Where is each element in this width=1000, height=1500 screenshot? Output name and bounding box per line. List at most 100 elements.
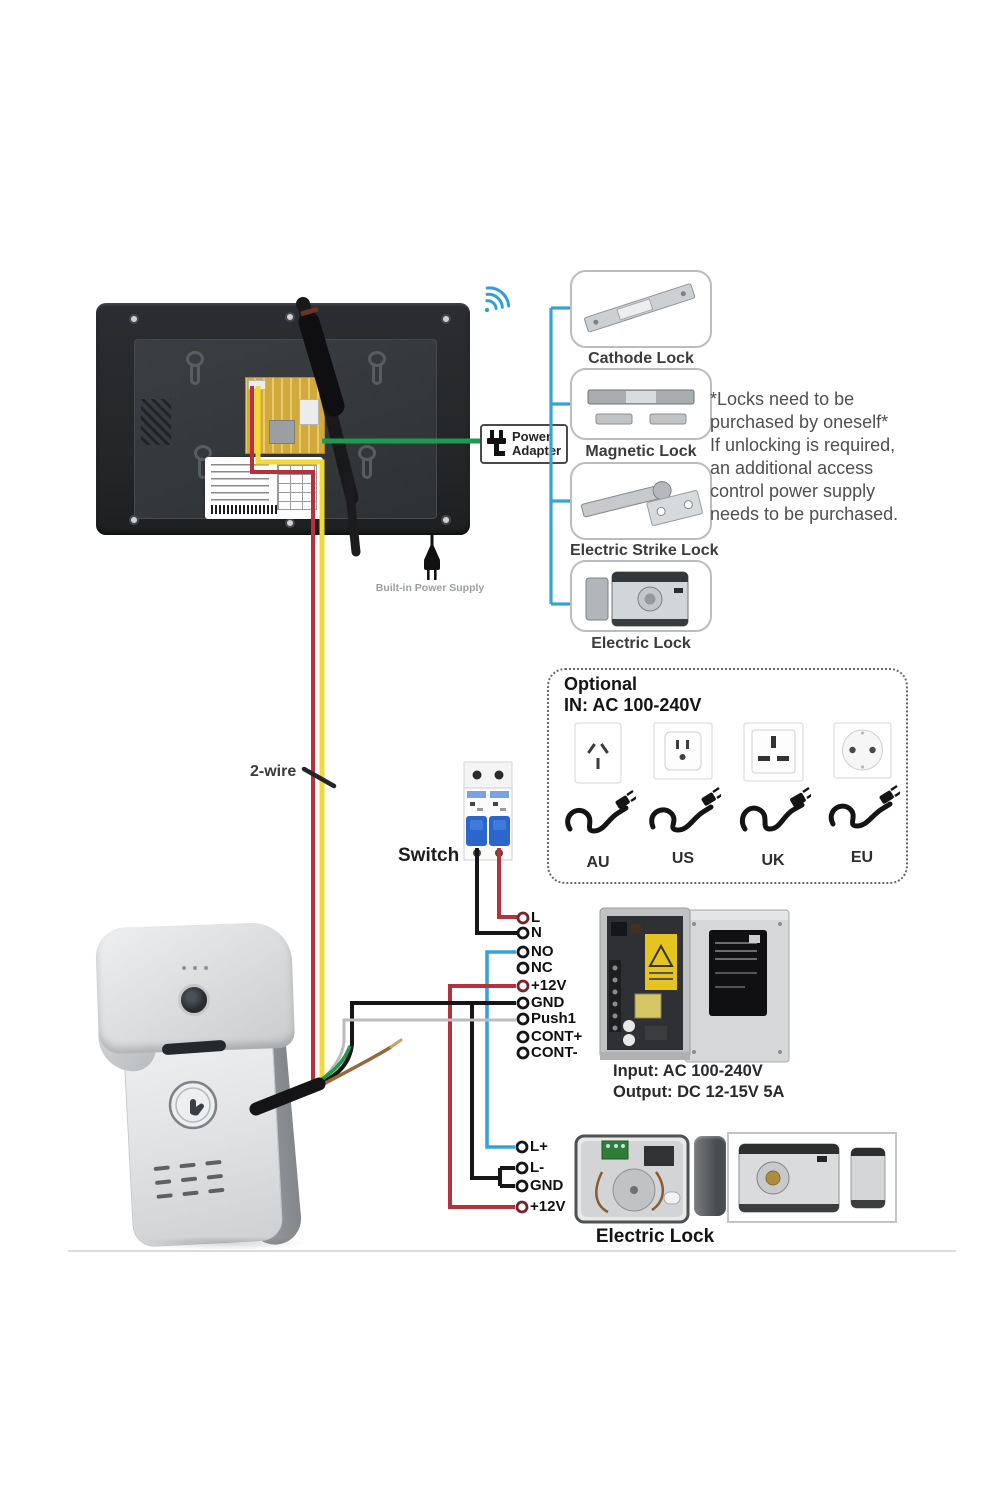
monitor-pcb (245, 377, 325, 454)
wall-mount-keyhole-slot (372, 365, 382, 385)
psu-output-spec: Output: DC 12-15V 5A (613, 1083, 785, 1101)
finger-press-icon (190, 1099, 204, 1116)
us-socket-icon (653, 722, 713, 780)
terminal-label-lminus: L- (530, 1159, 545, 1176)
wire-no-to-lplus (485, 950, 516, 1149)
wall-mount-keyhole-slot (362, 459, 372, 479)
electric-lock-open-image (574, 1134, 690, 1224)
lock-box-strike (570, 462, 712, 540)
power-adapter-label: Power Adapter (512, 429, 562, 458)
uk-power-cord-icon (739, 787, 814, 832)
doorbell-shadow (140, 1236, 310, 1250)
indoor-monitor-back (96, 303, 470, 535)
terminal-label-cont-minus: CONT- (531, 1044, 578, 1061)
wall-mount-keyhole-slot (190, 365, 200, 385)
cathode-lock-image (584, 283, 696, 333)
plug-option-us: US (641, 722, 725, 878)
electric-rim-lock-image (738, 1143, 886, 1213)
terminal-label-push1: Push1 (531, 1010, 577, 1027)
divider-line (68, 1250, 956, 1252)
us-power-cord-icon (649, 787, 724, 833)
psu-input-spec: Input: AC 100-240V (613, 1062, 763, 1080)
terminal-label-n: N (531, 924, 542, 941)
terminal-label-12v-bottom: +12V (530, 1198, 566, 1215)
magnetic-lock-image (587, 389, 695, 425)
lock-label-electric: Electric Lock (591, 635, 691, 652)
wire-push1 (321, 1018, 516, 1081)
terminal-label-lplus: L+ (530, 1138, 548, 1155)
plug-option-uk: UK (731, 722, 815, 878)
eu-power-cord-icon (828, 785, 902, 829)
wire-gnd-to-doorbell (320, 1001, 516, 1085)
electric-strike-lock-image (581, 481, 703, 527)
screw-hole (285, 312, 295, 322)
terminal-lplus (515, 1140, 529, 1154)
plug-region-label: US (671, 850, 695, 867)
lock-box-electric (570, 560, 712, 632)
screw-hole (441, 515, 451, 525)
pcb-connector-small (248, 380, 266, 390)
spec-sticker (205, 457, 323, 519)
terminal-nc (516, 961, 530, 975)
terminal-cont-minus (516, 1046, 530, 1060)
terminal-12v (516, 979, 530, 993)
terminal-cont-plus (516, 1030, 530, 1044)
wire-gnd-branch (470, 1003, 500, 1180)
lock-box-cathode (570, 270, 712, 348)
doorbell-mic-holes (182, 966, 208, 970)
speaker-grille (141, 399, 171, 445)
lock-cylinder-back (694, 1136, 726, 1216)
terminal-gnd-bottom (515, 1179, 529, 1193)
plug-region-label: UK (761, 852, 785, 869)
electric-lock-image (585, 571, 689, 627)
screw-hole (441, 314, 451, 324)
plug-option-au: AU (556, 722, 640, 878)
pcb-connector (299, 399, 319, 425)
plug-option-eu: EU (820, 722, 904, 878)
pcb-chip (269, 420, 295, 444)
terminal-push1 (516, 1012, 530, 1026)
doorbell-camera-lens (178, 984, 210, 1016)
terminal-no (516, 945, 530, 959)
electric-lock-product-box (727, 1132, 897, 1223)
terminal-lminus (515, 1161, 529, 1175)
power-adapter-box: Power Adapter (480, 424, 568, 464)
lock-box-magnetic (570, 368, 712, 440)
screw-hole (129, 314, 139, 324)
lock-label-magnetic: Magnetic Lock (585, 443, 697, 460)
electric-lock-caption: Electric Lock (595, 1226, 715, 1247)
screw-hole (285, 518, 295, 528)
two-wire-tick (301, 766, 337, 789)
au-power-cord-icon (565, 790, 638, 834)
optional-subtitle: IN: AC 100-240V (564, 695, 702, 715)
plug-region-label: AU (586, 854, 610, 871)
builtin-plug-icon (424, 534, 440, 580)
builtin-power-supply-label: Built-in Power Supply (375, 582, 485, 594)
uk-socket-icon (743, 722, 803, 782)
terminal-label-gnd: GND (531, 994, 565, 1011)
optional-title: Optional (564, 674, 637, 694)
plug-region-label: EU (850, 849, 874, 866)
harness-green-wire (318, 1045, 352, 1083)
terminal-n (516, 926, 530, 940)
sticker-table (277, 464, 317, 510)
terminal-label-l: L (531, 909, 541, 926)
harness-brown-wire (315, 1045, 392, 1090)
lock-label-cathode: Cathode Lock (588, 350, 694, 367)
doorbell-speaker-holes (148, 1154, 238, 1205)
switch-label: Switch (398, 845, 460, 866)
doorbell-call-button (168, 1080, 218, 1130)
locks-note-text: *Locks need to be purchased by oneself* … (710, 389, 899, 524)
plug-icon (487, 430, 506, 456)
eu-socket-icon (833, 722, 891, 779)
terminal-12v-bottom (515, 1200, 529, 1214)
terminal-label-gnd-bottom: GND (530, 1177, 564, 1194)
access-power-supply-images (599, 907, 790, 1063)
terminal-label-12v: +12V (531, 977, 567, 994)
harness-wire-tip (389, 1038, 403, 1049)
terminal-l (516, 911, 530, 925)
wire-12v-to-12v (448, 984, 516, 1209)
two-wire-label: 2-wire (250, 763, 297, 780)
terminal-label-nc: NC (531, 959, 553, 976)
